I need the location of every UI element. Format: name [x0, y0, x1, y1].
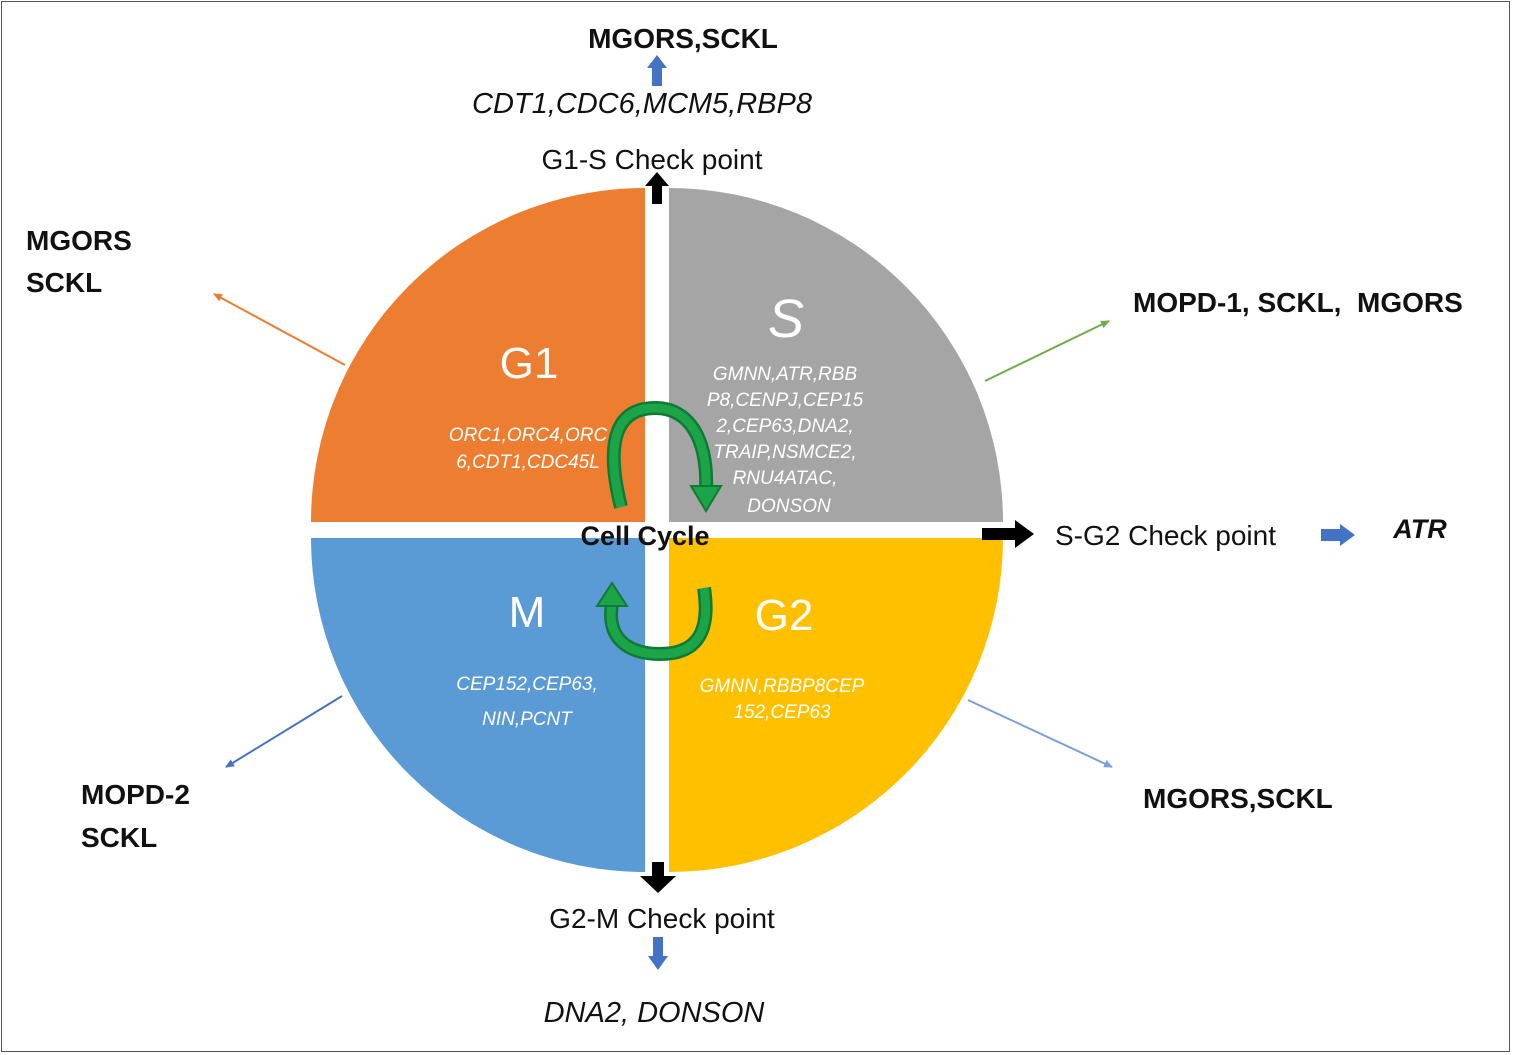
s-genes-line-5: RNU4ATAC,	[733, 468, 838, 489]
g1-genes-line-2: 6,CDT1,CDC45L	[456, 452, 600, 473]
g2-phase-label: G2	[755, 591, 814, 640]
g1-phase-label: G1	[500, 339, 559, 388]
m-genes-line-1: CEP152,CEP63,	[456, 674, 598, 695]
g1-s-checkpoint-label: G1-S Check point	[542, 144, 763, 175]
cycle-arrow-lower	[595, 581, 713, 662]
m-disorder-line-2: SCKL	[81, 822, 157, 853]
s-g2-genes: ATR	[1392, 514, 1447, 544]
cycle-arrow-upper	[606, 400, 723, 513]
m-quadrant	[311, 538, 645, 872]
cell-cycle-label: Cell Cycle	[580, 521, 709, 551]
g1-disorder-line-1: MGORS	[26, 225, 132, 256]
s-genes-line-3: 2,CEP63,DNA2,	[715, 416, 853, 437]
m-phase-label: M	[509, 588, 546, 637]
g1-s-disorders: MGORS,SCKL	[588, 23, 778, 54]
g1-s-checkpoint-arrow	[645, 172, 669, 204]
m-disorder-arrow	[225, 695, 343, 768]
s-phase-label: S	[768, 289, 804, 349]
g2-disorder-label: MGORS,SCKL	[1143, 783, 1333, 814]
g2-disorder-arrow	[967, 699, 1113, 768]
s-g2-blue-arrow	[1321, 524, 1355, 546]
s-g2-checkpoint-arrow	[982, 520, 1034, 548]
g1-s-blue-arrow	[647, 55, 667, 86]
m-genes-line-2: NIN,PCNT	[482, 709, 573, 730]
s-genes-line-1: GMNN,ATR,RBB	[713, 364, 858, 385]
g2-quadrant	[669, 538, 1003, 872]
g2-m-blue-arrow	[648, 937, 668, 970]
s-genes-line-6: DONSON	[747, 496, 831, 517]
g1-s-genes: CDT1,CDC6,MCM5,RBP8	[472, 88, 812, 120]
s-genes-line-4: TRAIP,NSMCE2,	[713, 442, 856, 463]
m-disorder-line-1: MOPD-2	[81, 779, 190, 810]
g1-genes-line-1: ORC1,ORC4,ORC	[449, 425, 608, 446]
g2-m-checkpoint-label: G2-M Check point	[549, 903, 775, 934]
s-quadrant	[669, 188, 1003, 522]
g2-m-genes: DNA2, DONSON	[544, 997, 765, 1029]
g1-disorder-arrow	[213, 293, 346, 366]
g1-disorder-line-2: SCKL	[26, 267, 102, 298]
g2-m-checkpoint-arrow	[640, 862, 676, 893]
s-genes-line-2: P8,CENPJ,CEP15	[707, 390, 864, 411]
s-disorder-arrow	[984, 320, 1110, 382]
s-disorder-label: MOPD-1, SCKL, MGORS	[1133, 287, 1463, 318]
g2-genes-line-1: GMNN,RBBP8CEP	[700, 676, 865, 697]
g2-genes-line-2: 152,CEP63	[733, 702, 831, 723]
g1-quadrant	[311, 188, 645, 522]
s-g2-checkpoint-label: S-G2 Check point	[1055, 520, 1276, 551]
